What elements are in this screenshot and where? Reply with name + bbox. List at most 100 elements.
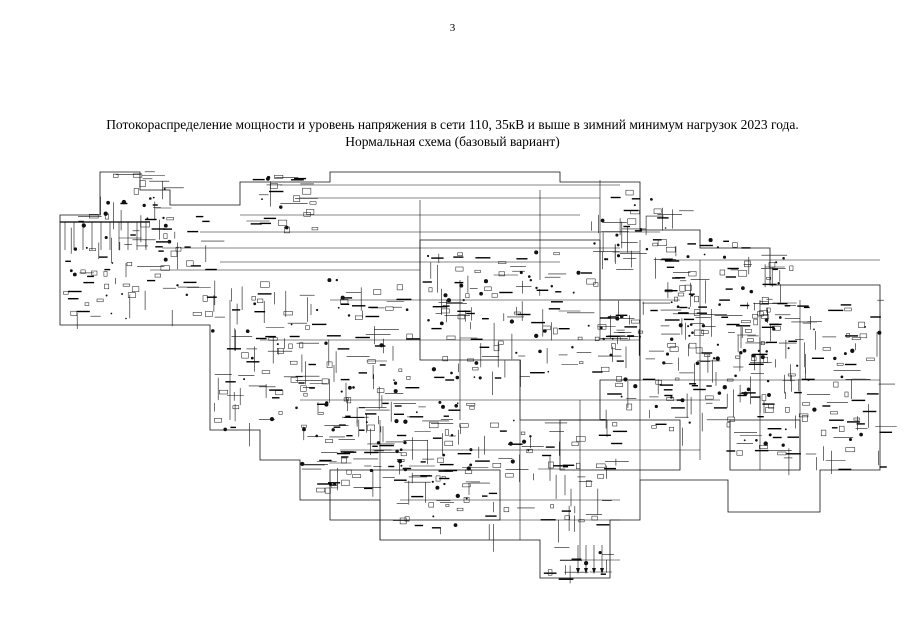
node-marker-55 bbox=[176, 284, 179, 287]
node-marker-414 bbox=[397, 459, 403, 464]
transformer-symbol-346 bbox=[316, 487, 325, 493]
transformer-symbol-353 bbox=[462, 483, 471, 488]
bottom-feeder-arrow-2 bbox=[592, 568, 596, 574]
node-marker-291 bbox=[352, 386, 355, 389]
node-marker-1149 bbox=[266, 175, 271, 180]
transformer-symbol-826 bbox=[626, 403, 633, 411]
title-line-1: Потокораспределение мощности и уровень н… bbox=[106, 117, 799, 132]
transformer-symbol-204 bbox=[321, 378, 329, 385]
node-marker-786 bbox=[688, 307, 690, 309]
node-marker-449 bbox=[616, 254, 621, 258]
node-marker-533 bbox=[609, 353, 613, 357]
node-marker-1069 bbox=[813, 328, 815, 331]
transformer-symbol-657 bbox=[505, 473, 514, 478]
node-marker-999 bbox=[766, 379, 770, 383]
node-marker-223 bbox=[253, 302, 257, 306]
transformer-symbol-547 bbox=[474, 269, 481, 273]
transformer-symbol-888 bbox=[674, 296, 679, 302]
transformer-symbol-322 bbox=[352, 474, 362, 478]
node-marker-812 bbox=[688, 334, 691, 337]
transformer-symbol-899 bbox=[761, 297, 769, 304]
node-marker-554 bbox=[538, 349, 542, 354]
transformer-symbol-73 bbox=[80, 269, 86, 274]
transformer-symbol-923 bbox=[688, 271, 697, 277]
transformer-symbol-299 bbox=[290, 377, 298, 383]
node-marker-931 bbox=[722, 255, 727, 259]
node-marker-1113 bbox=[767, 393, 771, 397]
node-marker-543 bbox=[587, 324, 590, 327]
node-marker-240 bbox=[324, 341, 328, 345]
node-marker-408 bbox=[395, 449, 399, 454]
transformer-symbol-746 bbox=[637, 330, 644, 334]
transformer-symbol-344 bbox=[367, 424, 375, 431]
transformer-symbol-878 bbox=[679, 285, 686, 292]
node-marker-1 bbox=[121, 293, 124, 295]
node-marker-14 bbox=[73, 247, 78, 251]
node-marker-961 bbox=[859, 432, 863, 437]
node-marker-37 bbox=[69, 269, 73, 273]
transformer-symbol-942 bbox=[757, 311, 764, 317]
node-marker-81 bbox=[105, 294, 108, 297]
node-marker-700 bbox=[600, 218, 605, 223]
node-marker-224 bbox=[347, 314, 351, 317]
node-marker-1053 bbox=[850, 348, 855, 353]
node-marker-417 bbox=[462, 298, 465, 302]
node-marker-618 bbox=[508, 441, 513, 446]
transformer-symbol-195 bbox=[406, 333, 413, 340]
node-marker-976 bbox=[743, 439, 746, 442]
node-marker-777 bbox=[712, 357, 716, 360]
transformer-symbol-308 bbox=[435, 475, 441, 482]
node-marker-752 bbox=[670, 301, 673, 304]
schematic-buses bbox=[60, 177, 893, 580]
transformer-symbol-1085 bbox=[787, 373, 796, 377]
node-marker-945 bbox=[749, 289, 754, 294]
transformer-symbol-120 bbox=[132, 173, 143, 178]
transformer-symbol-527 bbox=[542, 325, 551, 331]
node-marker-100 bbox=[106, 200, 110, 205]
node-marker-450 bbox=[473, 376, 476, 378]
transformer-symbol-875 bbox=[694, 295, 699, 303]
node-marker-965 bbox=[772, 327, 776, 331]
node-marker-337 bbox=[324, 401, 329, 405]
transformer-symbol-822 bbox=[669, 346, 679, 352]
transformer-symbol-1021 bbox=[768, 403, 775, 409]
transformer-symbol-418 bbox=[498, 261, 507, 264]
transformer-symbol-75 bbox=[126, 262, 133, 267]
node-marker-278 bbox=[379, 343, 384, 348]
transformer-symbol-600 bbox=[612, 422, 618, 427]
transformer-symbol-1072 bbox=[727, 416, 735, 422]
transformer-symbol-321 bbox=[301, 424, 307, 428]
node-marker-362 bbox=[454, 403, 459, 408]
node-marker-256 bbox=[340, 390, 343, 393]
node-marker-1044 bbox=[848, 437, 853, 442]
transformer-symbol-243 bbox=[275, 390, 284, 396]
transformer-symbol-78 bbox=[175, 246, 182, 252]
transformer-symbol-324 bbox=[341, 457, 347, 464]
transformer-symbol-19 bbox=[103, 271, 108, 277]
region-outline-1 bbox=[419, 239, 641, 421]
node-marker-908 bbox=[686, 255, 690, 259]
node-marker-1008 bbox=[757, 349, 761, 353]
transformer-symbol-1130 bbox=[278, 219, 288, 226]
transformer-symbol-946 bbox=[738, 270, 748, 277]
node-marker-148 bbox=[295, 406, 298, 410]
transformer-symbol-1154 bbox=[274, 175, 284, 179]
node-marker-736 bbox=[665, 352, 670, 356]
node-marker-505 bbox=[599, 326, 603, 330]
transformer-symbol-232 bbox=[305, 325, 310, 330]
node-marker-712 bbox=[664, 227, 667, 229]
transformer-symbol-433 bbox=[457, 314, 465, 320]
node-marker-5 bbox=[72, 272, 77, 277]
transformer-symbol-720 bbox=[666, 246, 676, 253]
transformer-symbol-1036 bbox=[822, 347, 831, 351]
transformer-symbol-654 bbox=[597, 474, 604, 479]
node-marker-765 bbox=[670, 396, 673, 399]
node-marker-266 bbox=[327, 278, 332, 283]
transformer-symbol-591 bbox=[404, 516, 410, 522]
node-marker-948 bbox=[703, 253, 706, 256]
transformer-symbol-800 bbox=[620, 336, 630, 341]
node-marker-589 bbox=[450, 434, 454, 437]
transformer-symbol-1103 bbox=[830, 411, 838, 415]
node-marker-513 bbox=[515, 351, 518, 354]
node-marker-313 bbox=[400, 464, 403, 467]
